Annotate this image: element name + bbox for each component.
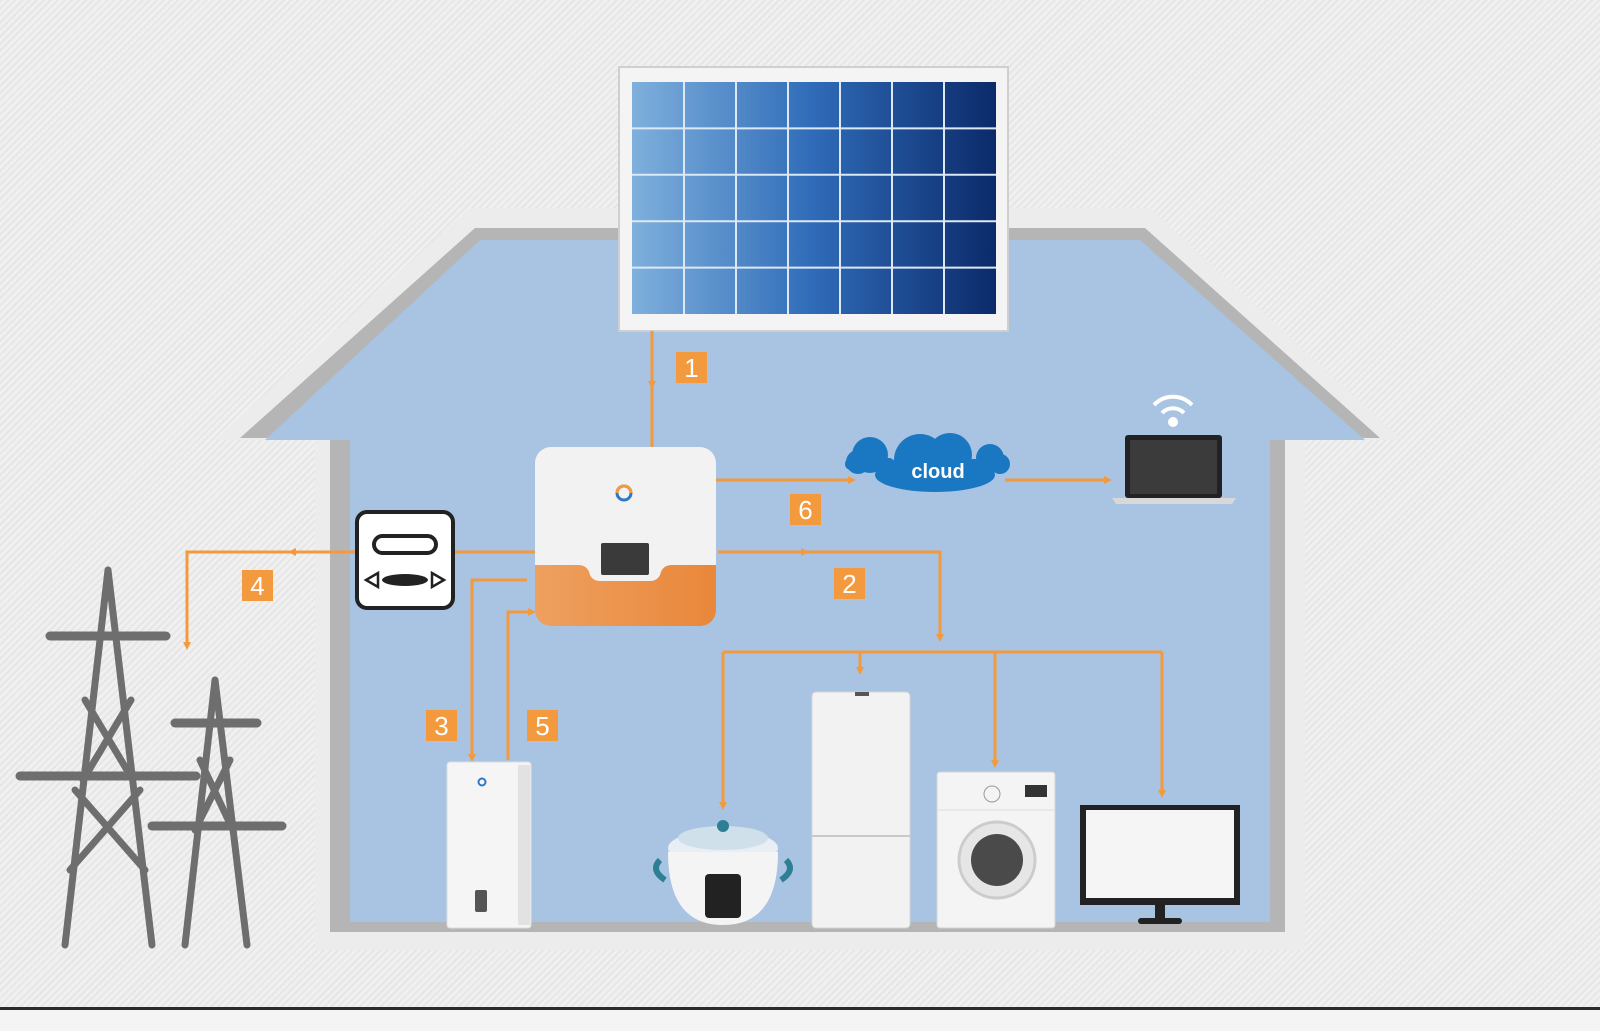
solar-panel [618, 66, 1009, 332]
step-badge-3: 3 [426, 710, 457, 741]
bottom-strip [0, 1010, 1600, 1031]
step-badge-2: 2 [834, 568, 865, 599]
flow-5-battery-to-inverter [506, 608, 536, 760]
cloud-label: cloud [911, 461, 964, 483]
flow-3-inverter-to-battery [468, 578, 527, 762]
inverter [535, 447, 716, 626]
battery [446, 761, 532, 929]
energy-meter [355, 510, 455, 610]
step-badge-4: 4 [242, 570, 273, 601]
inverter-display [601, 543, 649, 575]
svg-text:4: 4 [250, 571, 264, 601]
rice-cooker [653, 820, 793, 925]
bottom-border [0, 1007, 1600, 1010]
step-badge-1: 1 [676, 352, 707, 383]
step-badge-6: 6 [790, 494, 821, 525]
step-badge-5: 5 [527, 710, 558, 741]
svg-text:2: 2 [842, 569, 856, 599]
wifi-icon [1152, 394, 1194, 427]
svg-text:3: 3 [434, 711, 448, 741]
cloud-icon: cloud [845, 433, 1010, 492]
flow-lines [183, 331, 1166, 810]
television [1080, 805, 1240, 924]
refrigerator [811, 691, 911, 929]
svg-text:1: 1 [684, 353, 698, 383]
svg-text:6: 6 [798, 495, 812, 525]
svg-text:5: 5 [535, 711, 549, 741]
power-grid-towers [15, 566, 287, 949]
washing-machine [936, 771, 1056, 929]
laptop [1112, 435, 1236, 504]
